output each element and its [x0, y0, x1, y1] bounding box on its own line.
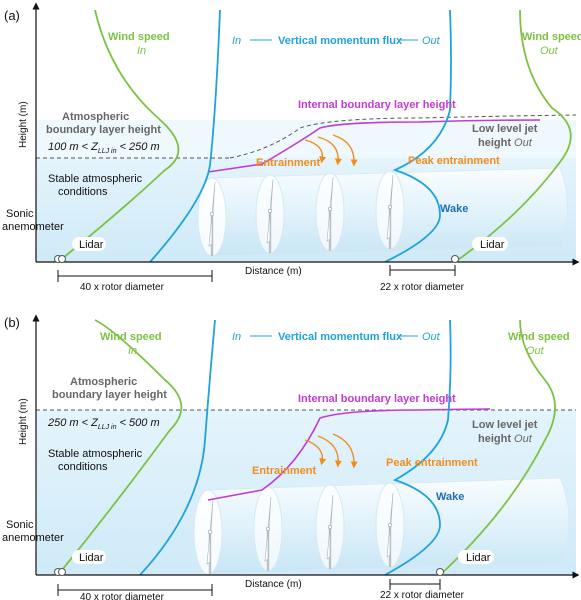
- abl-line2: boundary layer height: [46, 124, 161, 136]
- panel-b: [32, 314, 580, 596]
- lidar-in-badge: [72, 237, 106, 251]
- wind-out-sub: Out: [540, 45, 559, 57]
- wind-speed-out-profile: [454, 9, 572, 263]
- entrainment-arrows: [304, 433, 358, 469]
- abl-line2: boundary layer height: [52, 389, 167, 401]
- ibl-line: [207, 119, 541, 173]
- flux-in-label: In: [232, 331, 241, 343]
- sonic-line1: Sonic: [6, 519, 34, 531]
- momentum-flux-in-profile: [139, 319, 216, 576]
- wake-cylinders: [197, 167, 568, 257]
- lljet-line1: Low level jet: [472, 419, 538, 431]
- sonic-line2: anemometer: [2, 532, 64, 544]
- ibl-label: Internal boundary layer height: [298, 393, 456, 405]
- abl-line1: Atmospheric: [62, 111, 129, 123]
- x-axis-label: Distance (m): [245, 579, 302, 590]
- entrainment-arrows: [304, 134, 358, 167]
- dist-left-label: 40 x rotor diameter: [80, 592, 165, 600]
- x-axis-label: Distance (m): [245, 266, 302, 277]
- range-text: 100 m < ZLLJ in < 250 m: [48, 141, 160, 155]
- panel-a: [32, 2, 580, 282]
- lljet-line2: height Out: [478, 433, 533, 445]
- lidar-in-badge: [72, 550, 106, 564]
- flux-out-label: Out: [422, 35, 441, 47]
- dist-left-label: 40 x rotor diameter: [80, 282, 165, 293]
- wind-in-sub: In: [128, 345, 137, 357]
- entrainment-label: Entrainment: [252, 465, 317, 477]
- flux-title: Vertical momentum flux: [278, 35, 403, 47]
- lidar-in-marker: [58, 568, 66, 576]
- dist-right-label: 22 x rotor diameter: [380, 590, 465, 600]
- wind-speed-in-profile: [57, 319, 183, 576]
- abl-line1: Atmospheric: [70, 376, 137, 388]
- momentum-flux-in-profile: [149, 9, 221, 263]
- panel-tag: (a): [4, 8, 20, 23]
- wind-speed-out-profile: [439, 319, 556, 576]
- lljet-line2: height Out: [478, 137, 533, 149]
- flux-title: Vertical momentum flux: [278, 331, 403, 343]
- upper-layer: [36, 120, 576, 158]
- lidar-out-label: Lidar: [466, 552, 491, 564]
- range-text: 250 m < ZLLJ in < 500 m: [47, 417, 160, 431]
- lidar-in-label: Lidar: [79, 239, 104, 251]
- y-axis-label: Height (m): [18, 101, 29, 148]
- lidar-in-marker: [58, 255, 66, 263]
- flux-out-label: Out: [422, 331, 441, 343]
- lidar-out-badge: [458, 550, 494, 564]
- ibl-line: [207, 408, 491, 501]
- wind-out-sub: Out: [526, 345, 545, 357]
- momentum-flux-out-profile: [384, 319, 452, 576]
- dist-right-label: 22 x rotor diameter: [380, 282, 465, 293]
- wind-in-title: Wind speed: [100, 331, 162, 343]
- llj-height-line: [229, 114, 577, 159]
- wind-speed-in-profile: [57, 9, 180, 263]
- lidar-in-label: Lidar: [79, 552, 104, 564]
- y-axis-label: Height (m): [18, 398, 29, 445]
- peak-entrainment-label: Peak entrainment: [386, 457, 478, 469]
- entrainment-label: Entrainment: [256, 157, 321, 169]
- sonic-line1: Sonic: [6, 208, 34, 220]
- wind-in-sub: In: [137, 45, 146, 57]
- stable-line2: conditions: [58, 461, 108, 473]
- momentum-flux-out-profile: [384, 9, 452, 263]
- lidar-out-marker: [451, 255, 459, 263]
- lidar-out-marker: [436, 568, 444, 576]
- peak-entrainment-label: Peak entrainment: [408, 155, 500, 167]
- wake-label: Wake: [440, 203, 468, 215]
- stable-line1: Stable atmospheric: [48, 448, 143, 460]
- lidar-out-badge: [472, 237, 508, 251]
- ibl-label: Internal boundary layer height: [298, 99, 456, 111]
- stable-line1: Stable atmospheric: [48, 173, 143, 185]
- wake-label: Wake: [436, 491, 464, 503]
- panel-tag: (b): [4, 315, 20, 330]
- sonic-line2: anemometer: [2, 221, 64, 233]
- lljet-line1: Low level jet: [472, 123, 538, 135]
- flux-in-label: In: [232, 35, 241, 47]
- wind-out-title: Wind speed: [522, 31, 581, 43]
- wind-in-title: Wind speed: [108, 31, 170, 43]
- wind-out-title: Wind speed: [508, 331, 570, 343]
- lidar-out-label: Lidar: [480, 239, 505, 251]
- stable-line2: conditions: [58, 186, 108, 198]
